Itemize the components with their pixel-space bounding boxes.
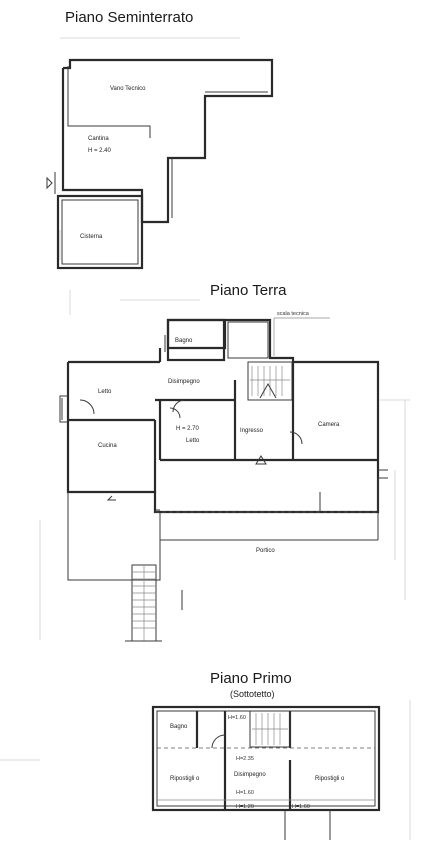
room-cisterna-label: Cisterna	[80, 234, 103, 240]
room-bagno-first-label: Bagno	[170, 724, 188, 730]
note-scala-tecnica: scala tecnica	[277, 311, 310, 317]
room-disimpegno-label: Disimpegno	[168, 379, 200, 385]
room-height-label: H = 2.70	[176, 426, 200, 432]
room-letto2-label: Letto	[186, 438, 200, 444]
first-floor-title: Piano Primo	[210, 670, 292, 687]
room-ripostiglio-right-label: Ripostigli o	[315, 776, 345, 782]
room-ingresso-label: Ingresso	[240, 428, 264, 434]
room-h160-top-label: H=1.60	[228, 715, 246, 721]
room-camera-label: Camera	[318, 422, 340, 428]
scan-ghost-lines	[0, 37, 411, 840]
ground-stair	[247, 361, 293, 401]
room-h235-label: H=2.35	[236, 756, 254, 762]
room-cantina-height: H = 2.40	[88, 148, 112, 154]
room-h160-right-label: H=1.60	[292, 804, 310, 810]
room-letto-label: Letto	[98, 389, 112, 395]
room-h160-center-label: H=1.60	[236, 790, 254, 796]
first-floor-subtitle: (Sottotetto)	[230, 689, 275, 699]
basement-title: Piano Seminterrato	[65, 9, 193, 26]
room-h120-label: H=1.20	[236, 804, 254, 810]
ground-floor-title: Piano Terra	[210, 282, 287, 299]
room-bagno-label: Bagno	[175, 338, 193, 344]
room-disimpegno-first-label: Disimpegno	[234, 772, 266, 778]
room-ripostiglio-left-label: Ripostigli o	[170, 776, 200, 782]
basement-walls	[46, 58, 274, 270]
first-floor-stair	[249, 710, 291, 748]
first-floor-walls	[151, 705, 381, 840]
room-portico-label: Portico	[256, 548, 275, 554]
outdoor-stair	[125, 564, 183, 642]
room-cucina-label: Cucina	[98, 443, 117, 449]
ground-floor-walls	[59, 317, 388, 642]
room-vano-tecnico-label: Vano Tecnico	[110, 86, 146, 92]
room-cantina-label: Cantina	[88, 136, 109, 142]
